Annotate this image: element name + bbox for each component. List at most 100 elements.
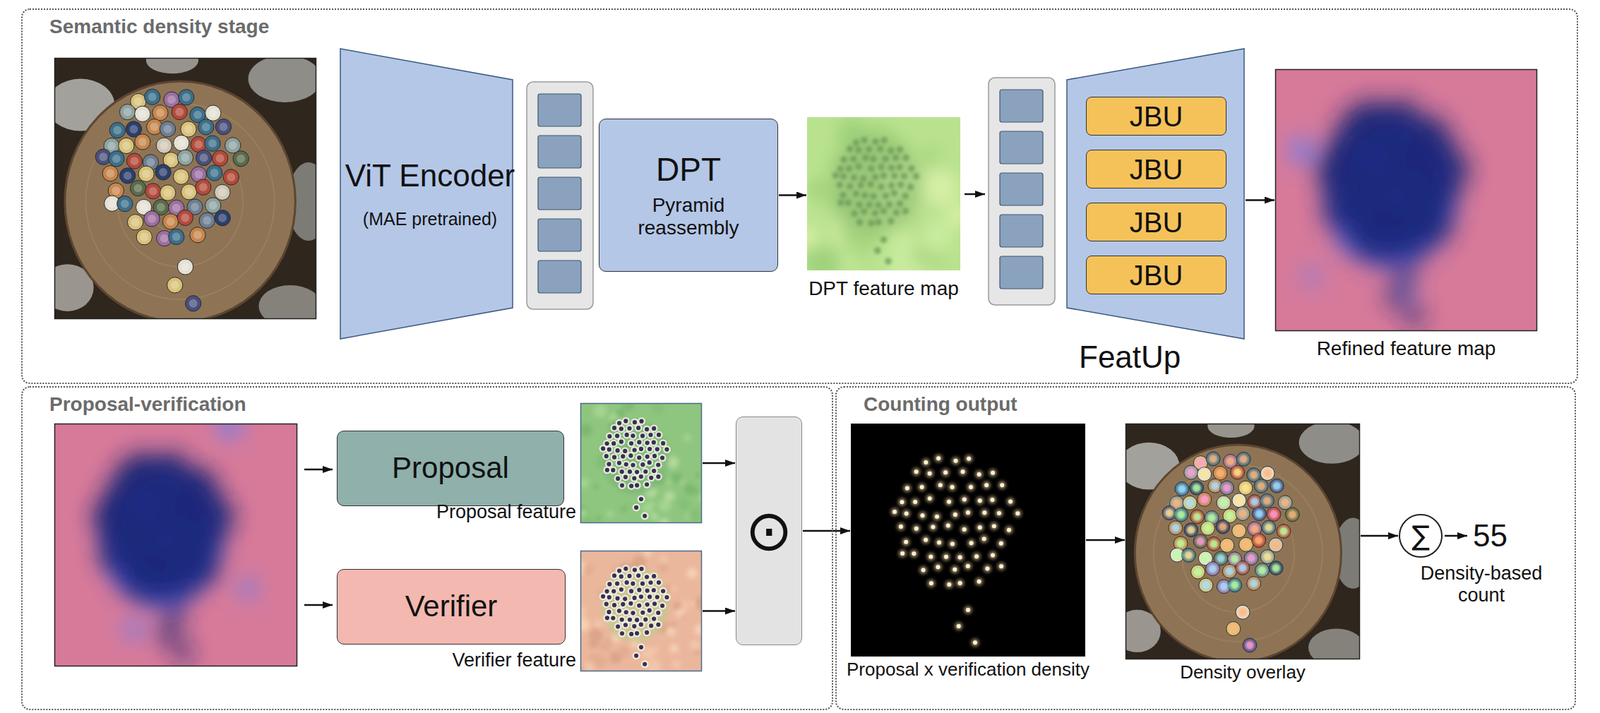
dot bbox=[891, 172, 899, 180]
rock bbox=[146, 57, 199, 74]
art-clip bbox=[832, 136, 921, 265]
dot bbox=[658, 602, 667, 611]
art-layer bbox=[580, 403, 702, 524]
dot bbox=[953, 458, 959, 464]
dot bbox=[992, 523, 997, 529]
bottle-cap-center bbox=[159, 141, 169, 150]
token-stack-frame bbox=[526, 81, 594, 310]
density-glow bbox=[1262, 552, 1272, 562]
dot bbox=[636, 588, 642, 593]
art-clip bbox=[850, 423, 1086, 657]
dot bbox=[620, 454, 625, 459]
dot bbox=[660, 588, 666, 594]
art-clip bbox=[1164, 454, 1298, 650]
bottle-cap bbox=[214, 210, 231, 226]
color-blob bbox=[640, 652, 647, 659]
dot bbox=[891, 189, 899, 197]
dot bbox=[110, 549, 130, 570]
rock bbox=[248, 57, 317, 103]
color-blob bbox=[683, 434, 691, 442]
dot bbox=[951, 565, 959, 574]
dot bbox=[989, 497, 995, 503]
bottle-cap bbox=[1197, 467, 1212, 482]
bottle-cap bbox=[1200, 521, 1215, 536]
dot bbox=[622, 564, 630, 573]
dot bbox=[646, 593, 654, 601]
density-glow bbox=[1240, 483, 1250, 493]
dot bbox=[646, 578, 655, 587]
color-blob bbox=[583, 662, 594, 672]
bottle-cap bbox=[144, 211, 160, 227]
dot bbox=[630, 474, 639, 483]
dot bbox=[898, 498, 906, 507]
dot bbox=[962, 527, 967, 532]
density-glow bbox=[1222, 540, 1232, 551]
dot bbox=[622, 608, 630, 617]
dot bbox=[613, 446, 622, 455]
dot bbox=[945, 581, 954, 589]
dot bbox=[860, 208, 868, 216]
dot bbox=[645, 606, 654, 615]
dot bbox=[647, 622, 656, 630]
bottle-cap bbox=[205, 105, 222, 121]
dot bbox=[646, 445, 654, 454]
bottle-cap bbox=[1246, 576, 1262, 591]
dot bbox=[898, 550, 907, 558]
dot bbox=[917, 483, 926, 492]
color-blob bbox=[580, 503, 589, 517]
density-glow bbox=[1176, 509, 1186, 519]
dot bbox=[902, 154, 910, 162]
tree-stump bbox=[1134, 444, 1341, 660]
box-label: JBU bbox=[1129, 100, 1184, 133]
feature-map: DPT feature map bbox=[807, 117, 961, 271]
dot bbox=[965, 564, 971, 569]
dot bbox=[927, 552, 935, 561]
density-glow bbox=[1270, 563, 1281, 573]
dot bbox=[861, 192, 869, 200]
dot bbox=[898, 524, 904, 529]
dot bbox=[607, 595, 612, 600]
dot bbox=[972, 552, 981, 561]
density-glow bbox=[1254, 509, 1264, 519]
dot bbox=[936, 481, 945, 490]
density-glow bbox=[1175, 538, 1185, 548]
bottle-cap bbox=[172, 168, 189, 185]
rock bbox=[1299, 423, 1360, 464]
bottle-cap-center bbox=[218, 122, 228, 132]
color-blob bbox=[680, 615, 686, 620]
dot bbox=[621, 473, 630, 481]
dot bbox=[655, 474, 661, 479]
bottle-cap-center bbox=[107, 141, 116, 151]
dot bbox=[865, 146, 873, 154]
token bbox=[999, 256, 1043, 289]
dot bbox=[977, 472, 982, 477]
dot bbox=[996, 540, 1005, 548]
feature-map: Proposal feature bbox=[580, 403, 702, 524]
box-label: JBU bbox=[1129, 153, 1184, 186]
stage-panel: Proposal x verification densityDensity o… bbox=[836, 387, 1575, 709]
dot bbox=[635, 586, 644, 594]
flow-arrow bbox=[1360, 535, 1399, 538]
arrow bbox=[964, 193, 985, 196]
dot bbox=[634, 631, 640, 636]
bottle-cap bbox=[156, 137, 172, 154]
bottle-cap-center bbox=[177, 139, 186, 148]
density-glow bbox=[1185, 498, 1195, 508]
dot bbox=[907, 183, 915, 191]
dot bbox=[941, 468, 950, 477]
bottle-cap-center bbox=[170, 281, 180, 290]
art-layer bbox=[891, 454, 1022, 647]
picture-content bbox=[556, 526, 727, 696]
picture bbox=[850, 423, 1086, 657]
dot bbox=[632, 595, 637, 601]
bottle-cap bbox=[1285, 507, 1300, 522]
color-blob bbox=[580, 606, 587, 618]
dot bbox=[636, 620, 645, 629]
box-sublabel: (MAE pretrained) bbox=[362, 209, 498, 230]
bottle-cap-center bbox=[199, 153, 209, 163]
dot bbox=[629, 483, 634, 488]
dot bbox=[836, 181, 844, 189]
picture-border bbox=[1126, 424, 1360, 660]
bottle-cap bbox=[199, 212, 215, 229]
bottle-cap bbox=[1254, 563, 1269, 578]
